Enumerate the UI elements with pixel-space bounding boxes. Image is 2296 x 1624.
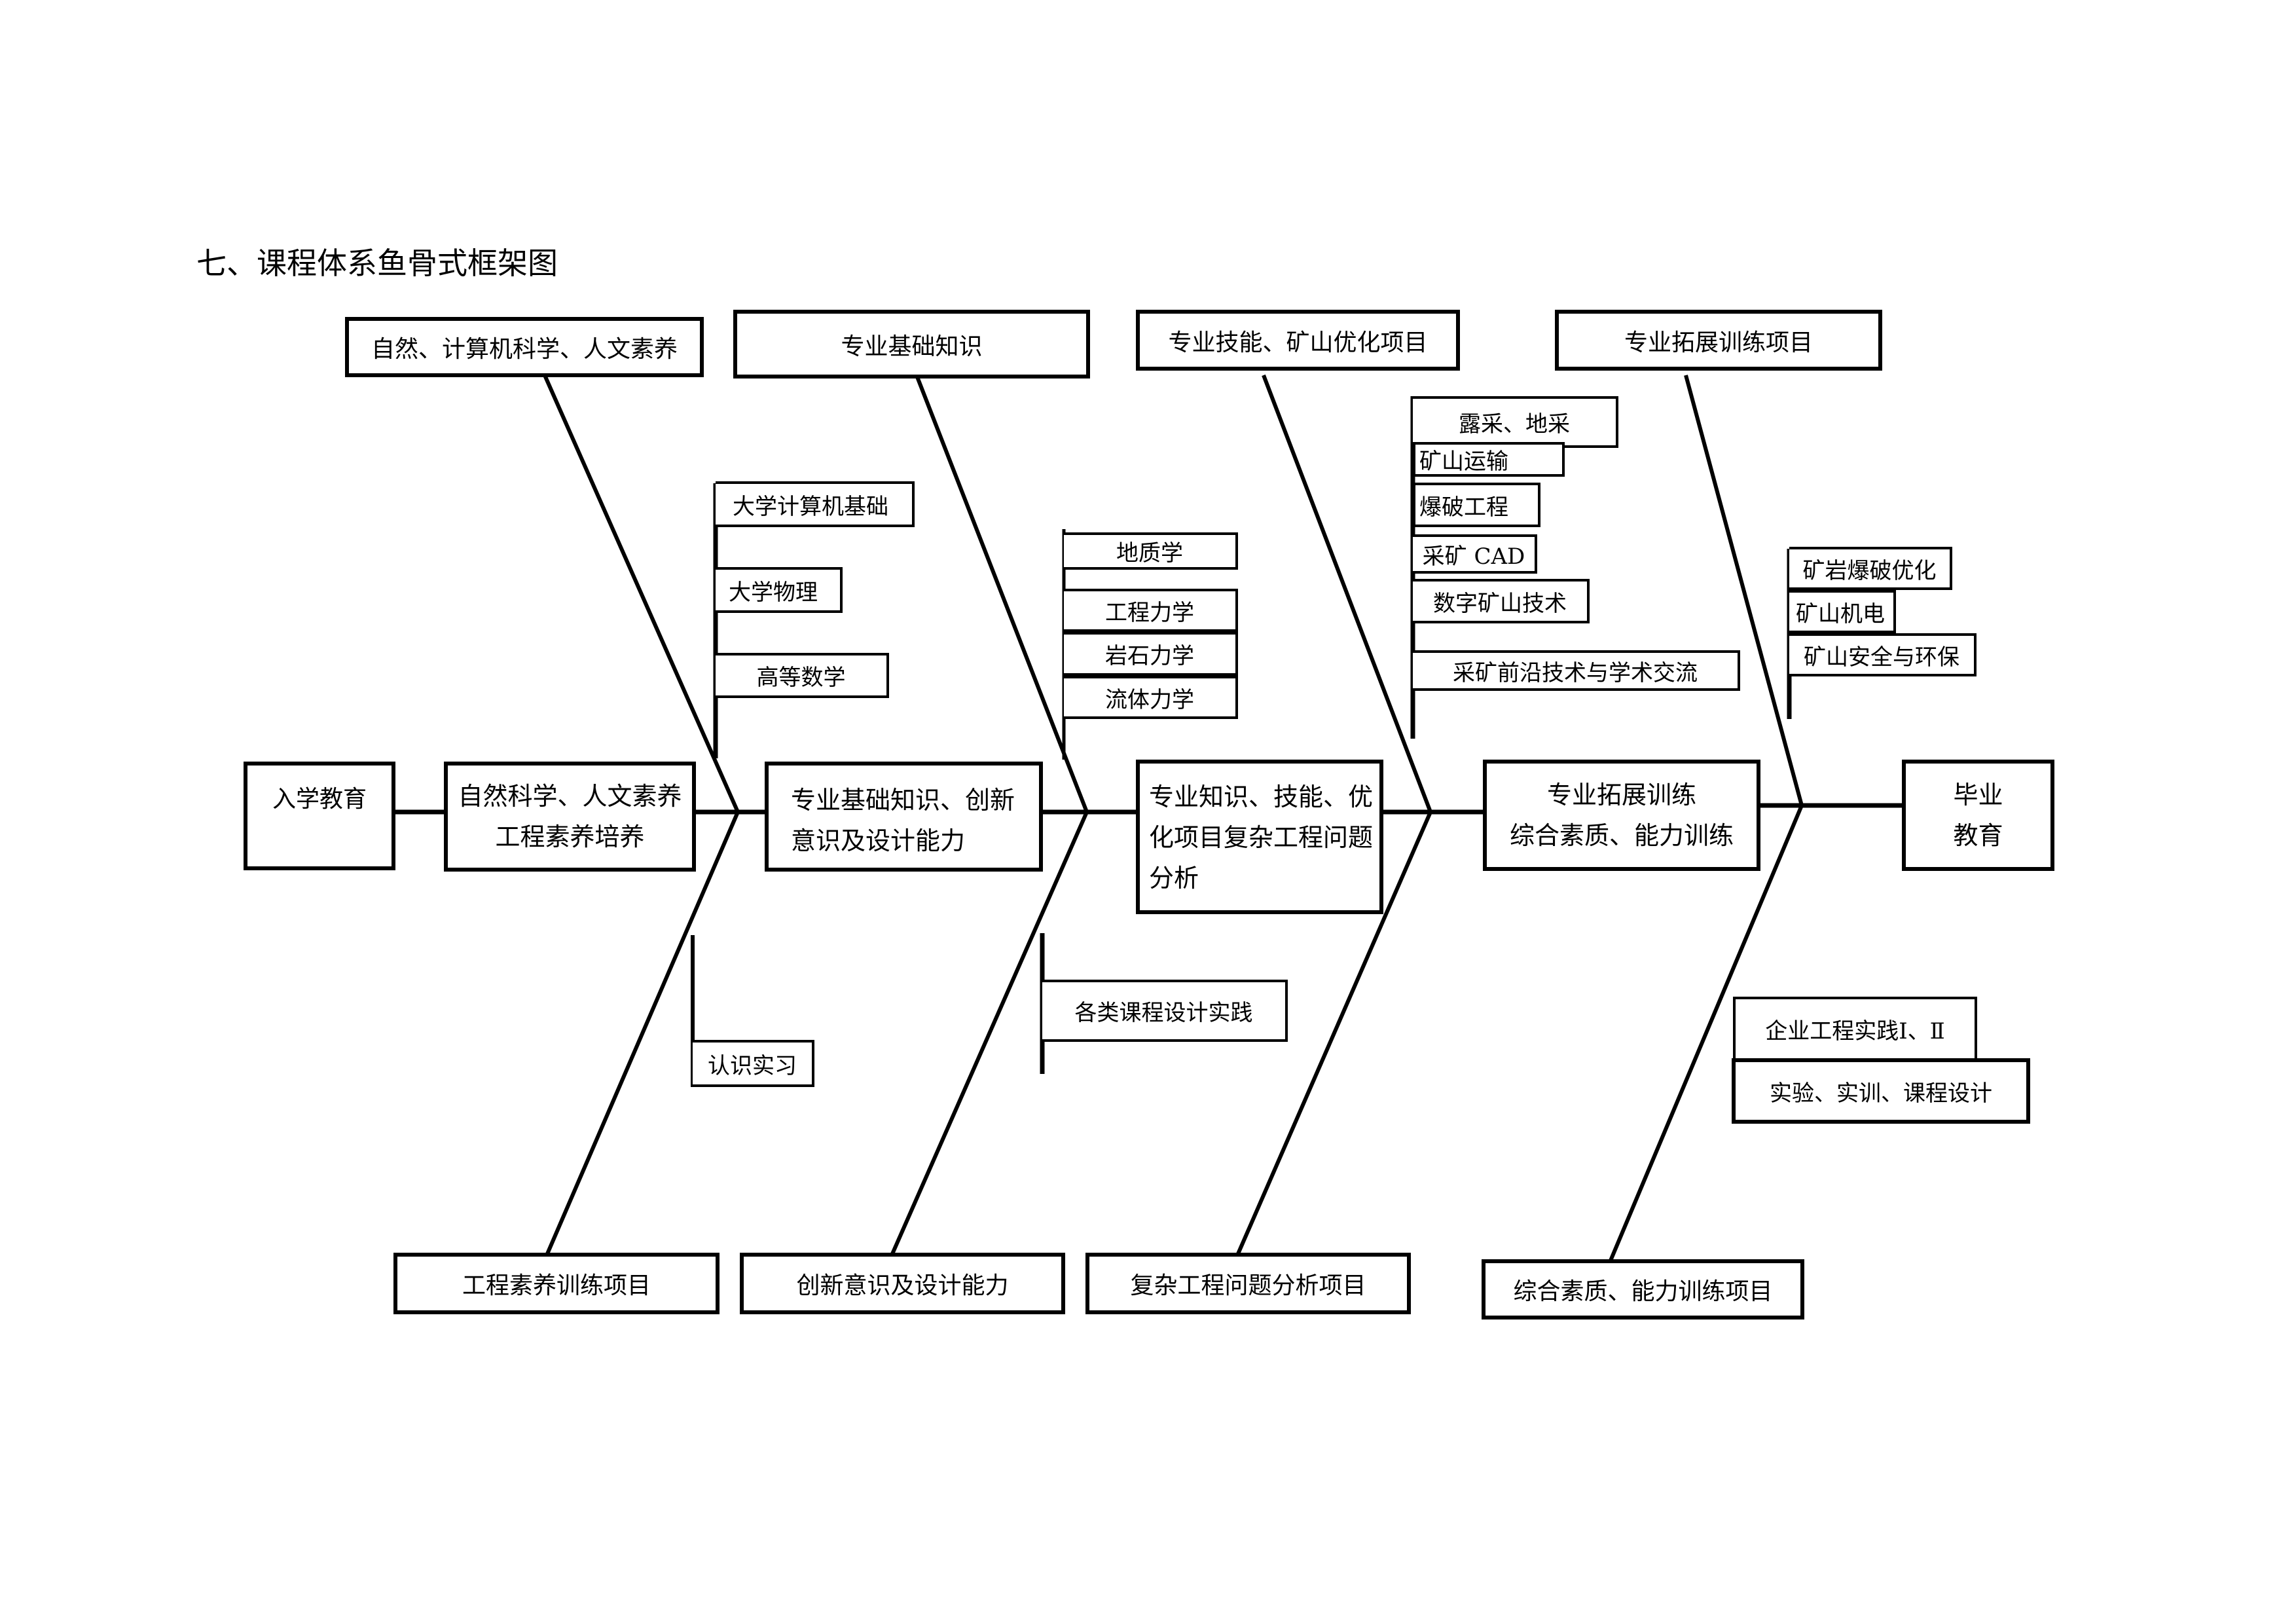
bottom-bone-2-label: 创新意识及设计能力 bbox=[740, 1253, 1065, 1314]
bottom-bone-3-label: 复杂工程问题分析项目 bbox=[1085, 1253, 1411, 1314]
bone-1-item-3-text: 高等数学 bbox=[756, 665, 846, 691]
bottom-bone-1-label-text: 工程素养训练项目 bbox=[462, 1272, 651, 1299]
bone-2-item-2-text: 工程力学 bbox=[1105, 599, 1194, 626]
bottom-bone-2-label-text: 创新意识及设计能力 bbox=[796, 1272, 1009, 1299]
bone-4-item-1-text: 矿岩爆破优化 bbox=[1802, 557, 1937, 584]
bottom-bone-4-item-1: 企业工程实践Ⅰ、Ⅱ bbox=[1733, 997, 1977, 1061]
stage-4-line-1: 专业拓展训练 bbox=[1546, 781, 1696, 809]
bone-4-item-3: 矿山安全与环保 bbox=[1789, 633, 1977, 676]
bone-3-item-6-text: 采矿前沿技术与学术交流 bbox=[1453, 659, 1698, 686]
end-box: 毕业 教育 bbox=[1902, 760, 2054, 871]
bone-1-item-2-text: 大学物理 bbox=[729, 579, 818, 606]
stage-4-box: 专业拓展训练 综合素质、能力训练 bbox=[1483, 760, 1760, 871]
stage-3-label: 专业知识、技能、优化项目复杂工程问题分析 bbox=[1149, 783, 1374, 893]
bone-1-item-3: 高等数学 bbox=[716, 653, 889, 698]
bone-1-item-1: 大学计算机基础 bbox=[716, 481, 915, 527]
page-title: 七、课程体系鱼骨式框架图 bbox=[196, 246, 558, 281]
bottom-bone-1-item-1-text: 认识实习 bbox=[708, 1052, 797, 1079]
bone-2-item-3-text: 岩石力学 bbox=[1105, 643, 1194, 669]
bone-3-item-5-text: 数字矿山技术 bbox=[1433, 590, 1567, 617]
top-bone-1-label: 自然、计算机科学、人文素养 bbox=[345, 317, 704, 377]
bone-3-item-2: 矿山运输 bbox=[1413, 442, 1565, 477]
bone-3-item-2-text: 矿山运输 bbox=[1419, 449, 1508, 475]
bottom-bone-4-item-2: 实验、实训、课程设计 bbox=[1732, 1058, 2030, 1124]
bottom-bone-3-label-text: 复杂工程问题分析项目 bbox=[1130, 1272, 1366, 1299]
bottom-bone-1-item-1: 认识实习 bbox=[693, 1040, 814, 1087]
top-bone-2-label: 专业基础知识 bbox=[733, 310, 1090, 378]
end-line-1: 毕业 bbox=[1953, 781, 2003, 809]
top-bone-1-label-text: 自然、计算机科学、人文素养 bbox=[371, 336, 678, 363]
stage-2-box: 专业基础知识、创新意识及设计能力 bbox=[765, 762, 1043, 872]
bone-4-item-3-text: 矿山安全与环保 bbox=[1804, 644, 1959, 671]
bottom-bone-4-label: 综合素质、能力训练项目 bbox=[1482, 1259, 1804, 1320]
top-bone-3-label-text: 专业技能、矿山优化项目 bbox=[1168, 329, 1428, 356]
top-bone-4-label: 专业拓展训练项目 bbox=[1555, 310, 1882, 371]
top-bone-4-label-text: 专业拓展训练项目 bbox=[1624, 329, 1813, 356]
start-label: 入学教育 bbox=[272, 786, 367, 813]
bone-3-item-4: 采矿 CAD bbox=[1413, 534, 1537, 574]
bottom-bone-4-label-text: 综合素质、能力训练项目 bbox=[1513, 1278, 1773, 1305]
bone-3-item-4-text: 采矿 CAD bbox=[1422, 543, 1525, 570]
bone-2-item-4-text: 流体力学 bbox=[1105, 686, 1194, 713]
bone-2-item-4: 流体力学 bbox=[1064, 676, 1238, 719]
bone-4-item-2: 矿山机电 bbox=[1789, 590, 1896, 633]
bone-3-item-1-text: 露采、地采 bbox=[1459, 411, 1570, 437]
bottom-bone-2-item-1: 各类课程设计实践 bbox=[1042, 980, 1288, 1042]
stage-1-line-1: 自然科学、人文素养 bbox=[458, 782, 682, 811]
bottom-bone-2-item-1-text: 各类课程设计实践 bbox=[1074, 1000, 1253, 1026]
bone-4-item-2-text: 矿山机电 bbox=[1796, 600, 1885, 627]
bottom-bone-4-item-2-text: 实验、实训、课程设计 bbox=[1770, 1080, 1992, 1107]
stage-4-line-2: 综合素质、能力训练 bbox=[1509, 821, 1734, 850]
bone-2-item-1: 地质学 bbox=[1064, 532, 1238, 570]
top-bone-3-label: 专业技能、矿山优化项目 bbox=[1136, 310, 1460, 371]
bone-3-item-6: 采矿前沿技术与学术交流 bbox=[1413, 650, 1740, 691]
start-box: 入学教育 bbox=[244, 762, 395, 870]
stage-1-line-2: 工程素养培养 bbox=[495, 822, 645, 851]
bottom-bone-4-item-1-text: 企业工程实践Ⅰ、Ⅱ bbox=[1765, 1018, 1945, 1044]
bone-2-item-3: 岩石力学 bbox=[1064, 632, 1238, 676]
bone-3-item-3-text: 爆破工程 bbox=[1419, 494, 1508, 521]
bottom-bone-1-label: 工程素养训练项目 bbox=[393, 1253, 720, 1314]
stage-1-box: 自然科学、人文素养 工程素养培养 bbox=[444, 762, 696, 872]
bone-2-item-2: 工程力学 bbox=[1064, 589, 1238, 632]
bone-4-item-1: 矿岩爆破优化 bbox=[1789, 547, 1952, 590]
bone-3-item-3: 爆破工程 bbox=[1413, 483, 1540, 527]
stage-3-box: 专业知识、技能、优化项目复杂工程问题分析 bbox=[1136, 760, 1383, 914]
top-bone-2-label-text: 专业基础知识 bbox=[841, 333, 983, 360]
bone-3-item-1: 露采、地采 bbox=[1413, 396, 1618, 448]
bone-1-item-2: 大学物理 bbox=[716, 567, 843, 613]
bone-2-item-1-text: 地质学 bbox=[1116, 540, 1183, 566]
end-line-2: 教育 bbox=[1953, 821, 2003, 850]
bone-3-item-5: 数字矿山技术 bbox=[1413, 579, 1590, 623]
bone-1-item-1-text: 大学计算机基础 bbox=[733, 493, 888, 520]
stage-2-label: 专业基础知识、创新意识及设计能力 bbox=[791, 786, 1015, 855]
